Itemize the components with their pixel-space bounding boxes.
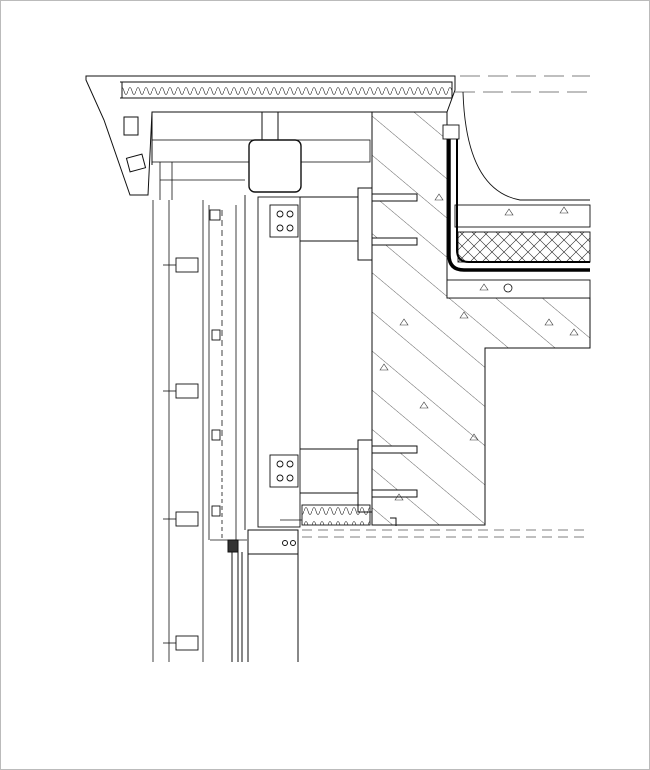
clip-ticks [163,264,176,644]
parapet-coping [85,75,456,196]
glazing-head [227,529,299,662]
concrete-column [371,111,591,526]
membrane-termination [442,124,460,140]
steel-beam-section [248,139,302,193]
coping-brackets [123,111,279,173]
soffit-insulation [301,504,371,526]
steel-post [244,195,301,530]
drip-detail [390,517,397,526]
roof-slab [446,91,591,299]
cladding-system [152,200,247,662]
concrete-aggregate [379,193,579,501]
top-dashed-lines [455,75,590,93]
cladding-clips [175,209,221,651]
ceiling-dashed-lines [302,529,590,538]
anchor-bolts-lower [300,439,418,513]
anchor-bolts-upper [300,187,418,261]
waterproof-membrane [447,130,590,272]
